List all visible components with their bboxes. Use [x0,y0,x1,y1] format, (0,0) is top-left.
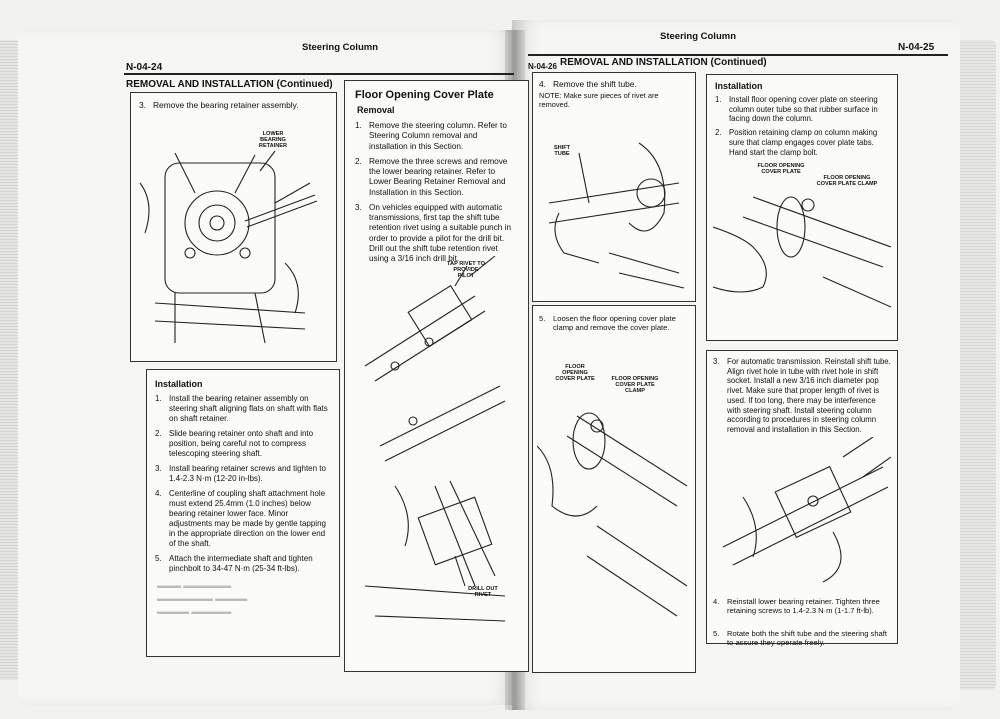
step-number: 4. [713,597,720,606]
step-text: Remove the three screws and remove the l… [369,156,508,197]
shift-tube-illustration [548,142,685,289]
left-page-edges [0,40,22,680]
cover-plate-clamp-label: FLOOR OPENING COVER PLATE CLAMP [816,175,878,188]
step-number: 2. [715,128,722,138]
step-1: 1. Install floor opening cover plate on s… [715,95,891,124]
shift-tube-rivet-install-illustration [722,437,891,583]
step-2: 2. Remove the three screws and remove the… [355,157,519,198]
shift-tube-label: SHIFT TUBE [553,145,571,158]
left-installation-panel: Installation 1. Install the bearing retai… [146,369,340,657]
step-text: Install floor opening cover plate on ste… [729,95,878,124]
step-1: 1. Install the bearing retainer assembly … [155,394,333,424]
step-number: 2. [155,429,162,438]
step-3: 3. Remove the bearing retainer assembly. [139,100,329,111]
bleed-through-text: ▬▬▬ ▬▬▬▬▬▬▬▬▬▬▬▬▬ ▬▬▬▬▬▬▬▬ ▬▬▬▬▬ [157,581,248,616]
step-text: Slide bearing retainer onto shaft and in… [169,429,314,458]
step-3-auto: 3. For automatic transmission. Reinstall … [713,357,893,435]
right-running-title: Steering Column [660,31,737,42]
step-text: Attach the intermediate shaft and tighte… [169,554,313,573]
step-4: 4. Centerline of coupling shaft attachmen… [155,489,333,549]
step-text: Install the bearing retainer assembly on… [169,394,328,423]
tap-rivet-label: TAP RIVET TO PROVIDE PILOT [447,261,485,280]
cover-plate-label: FLOOR OPENING COVER PLATE [555,364,595,383]
cover-plate-clamp-panel: 5. Loosen the floor opening cover plate c… [532,305,696,673]
step-number: 3. [355,202,362,212]
installation-title: Installation [715,81,763,91]
step-text: Remove the bearing retainer assembly. [153,100,299,110]
removal-subtitle: Removal [357,105,395,115]
step-text: Position retaining clamp on column makin… [729,128,878,157]
step-text: Rotate both the shift tube and the steer… [727,628,887,647]
cover-plate-label: FLOOR OPENING COVER PLATE [757,163,805,176]
step-number: 2. [355,156,362,166]
step-3: 3. On vehicles equipped with automatic tr… [355,203,519,265]
step-text: Loosen the floor opening cover plate cla… [553,314,676,333]
right-installation-panel: Installation 1. Install floor opening cov… [706,74,898,341]
installation-title: Installation [155,379,203,389]
rivet-note: NOTE: Make sure pieces of rivet are remo… [539,91,659,110]
floor-cover-title: Floor Opening Cover Plate [355,89,494,101]
drill-out-rivet-label: DRILL OUT RIVET [468,586,498,599]
step-number: 5. [713,628,720,638]
right-header-rule [528,54,948,56]
step-text: For automatic transmission. Reinstall sh… [727,357,891,435]
lower-bearing-retainer-label: LOWER BEARING RETAINER [258,131,288,150]
step-2: 2. Slide bearing retainer onto shaft and … [155,429,333,459]
step-4: 4. Remove the shift tube. [539,79,689,90]
bearing-retainer-illustration [139,150,318,344]
install-cover-plate-illustration [713,196,891,308]
cover-plate-clamp-label: FLOOR OPENING COVER PLATE CLAMP [611,376,659,395]
step-text: Remove the steering column. Refer to Ste… [369,121,507,151]
step-number: 3. [713,357,720,366]
step-number: 3. [139,100,146,110]
right-section-heading: REMOVAL AND INSTALLATION (Continued) [560,57,767,68]
step-number: 1. [155,394,162,403]
left-header-rule [124,73,514,75]
step-2: 2. Position retaining clamp on column mak… [715,128,891,157]
shift-tube-panel: 4. Remove the shift tube. NOTE: Make sure… [532,72,696,302]
step-number: 4. [539,79,546,89]
step-number: 4. [155,489,162,498]
step-text: Reinstall lower bearing retainer. Tighte… [727,597,880,616]
left-running-title: Steering Column [302,42,379,53]
step-number: 1. [355,121,362,130]
step-number: 5. [155,554,162,563]
left-section-heading: REMOVAL AND INSTALLATION (Continued) [126,79,333,90]
step-number: 3. [155,464,162,473]
step-5: 5. Loosen the floor opening cover plate c… [539,314,691,333]
right-page-number: N-04-25 [898,42,935,53]
step-4: 4. Reinstall lower bearing retainer. Tigh… [713,597,893,616]
left-page-number: N-04-24 [126,62,163,73]
step-5: 5. Rotate both the shift tube and the ste… [713,629,893,648]
cover-plate-illustration [537,412,688,617]
shift-tube-rivet-illustration [364,256,506,622]
step-3: 3. Install bearing retainer screws and ti… [155,464,333,484]
bearing-retainer-panel: 3.Remove the bearing retainer assembly. … [130,92,337,362]
reinstall-shift-tube-panel: 3. For automatic transmission. Reinstall … [706,350,898,647]
step-text: Centerline of coupling shaft attachment … [169,489,326,548]
step-5: 5. Attach the intermediate shaft and tigh… [155,554,333,574]
step-text: Install bearing retainer screws and tigh… [169,464,326,483]
step-number: 1. [715,95,722,104]
page-number-bleed: N-04-26 [528,62,557,71]
floor-cover-removal-panel: Floor Opening Cover Plate Removal 1. Remo… [344,80,529,672]
step-number: 5. [539,314,546,323]
step-1: 1. Remove the steering column. Refer to S… [355,121,519,152]
step-text: On vehicles equipped with automatic tran… [369,202,512,263]
step-text: Remove the shift tube. [553,79,637,89]
